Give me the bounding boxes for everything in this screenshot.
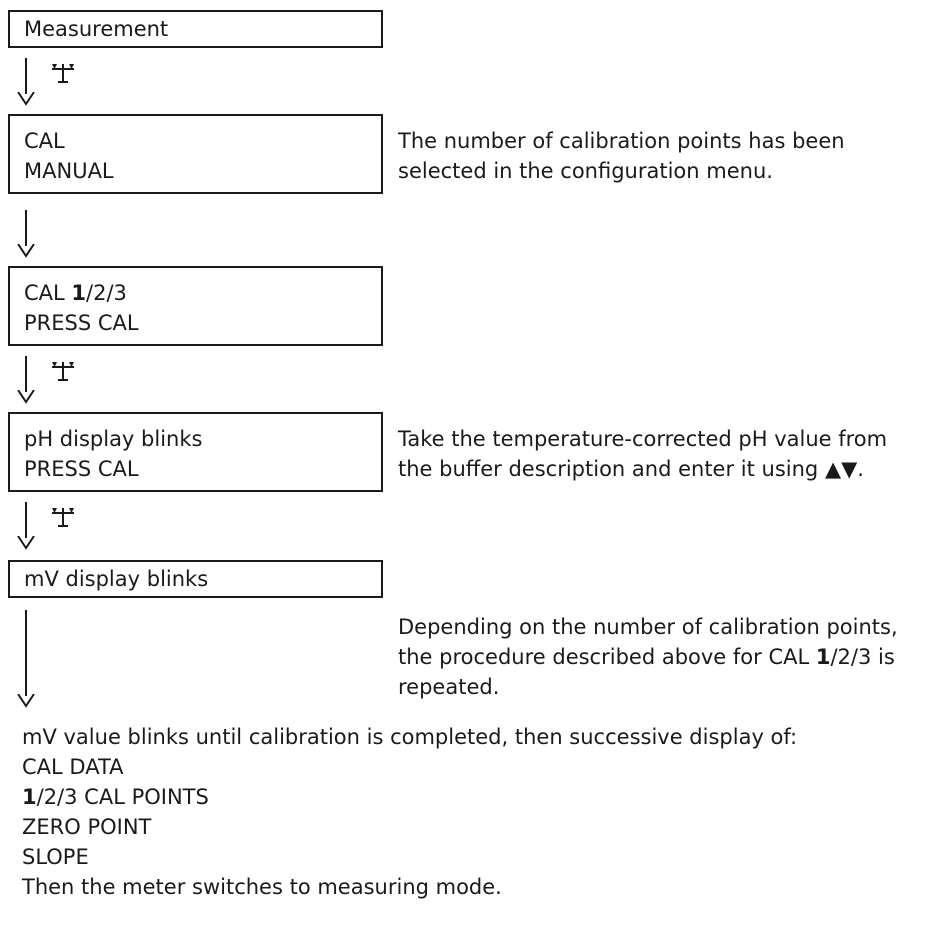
cal-key-icon (48, 358, 78, 384)
note-repeat-line1: Depending on the number of calibration p… (398, 615, 898, 639)
flow-arrow-4 (14, 502, 38, 550)
measurement-box: Measurement (8, 10, 383, 48)
mv-blinks-box: mV display blinks (8, 560, 383, 598)
summary-line-4: ZERO POINT (22, 815, 152, 839)
cal-label: CAL (24, 129, 65, 153)
measurement-label: Measurement (24, 17, 169, 41)
down-arrow-icon (17, 536, 35, 550)
mv-blinks-label: mV display blinks (24, 567, 209, 591)
down-arrow-icon (17, 390, 35, 404)
cal-manual-box: CAL MANUAL (8, 114, 383, 194)
ph-blinks-label: pH display blinks (24, 427, 203, 451)
summary-line-5: SLOPE (22, 845, 89, 869)
press-cal-label-1: PRESS CAL (24, 311, 139, 335)
up-down-arrows-icon: ▲▼ (824, 457, 858, 481)
note-repeat-line3: repeated. (398, 675, 500, 699)
down-arrow-icon (17, 694, 35, 708)
note-buffer: Take the temperature-corrected pH value … (398, 424, 887, 484)
summary-line-6: Then the meter switches to measuring mod… (22, 875, 502, 899)
cal-123-label: CAL 1/2/3 (24, 281, 127, 305)
flow-arrow-1 (14, 58, 38, 106)
note-repeat-line2: the procedure described above for CAL 1/… (398, 645, 895, 669)
manual-label: MANUAL (24, 159, 114, 183)
cal-key-icon (48, 504, 78, 530)
ph-blinks-box: pH display blinks PRESS CAL (8, 412, 383, 492)
note-repeat: Depending on the number of calibration p… (398, 612, 898, 702)
summary-text: mV value blinks until calibration is com… (22, 722, 797, 902)
flow-arrow-5 (14, 610, 38, 708)
note-buffer-line2: the buffer description and enter it usin… (398, 457, 864, 481)
summary-line-2: CAL DATA (22, 755, 124, 779)
note-calibration-points-line2: selected in the configuration menu. (398, 159, 773, 183)
note-buffer-line1: Take the temperature-corrected pH value … (398, 427, 888, 451)
note-calibration-points: The number of calibration points has bee… (398, 126, 845, 186)
down-arrow-icon (17, 92, 35, 106)
summary-line-1: mV value blinks until calibration is com… (22, 725, 798, 749)
cal-123-box: CAL 1/2/3 PRESS CAL (8, 266, 383, 346)
flow-arrow-2 (14, 210, 38, 258)
cal-key-icon (48, 60, 78, 86)
down-arrow-icon (17, 244, 35, 258)
summary-line-3: 1/2/3 CAL POINTS (22, 785, 209, 809)
flow-arrow-3 (14, 356, 38, 404)
note-calibration-points-line1: The number of calibration points has bee… (398, 129, 845, 153)
press-cal-label-2: PRESS CAL (24, 457, 139, 481)
